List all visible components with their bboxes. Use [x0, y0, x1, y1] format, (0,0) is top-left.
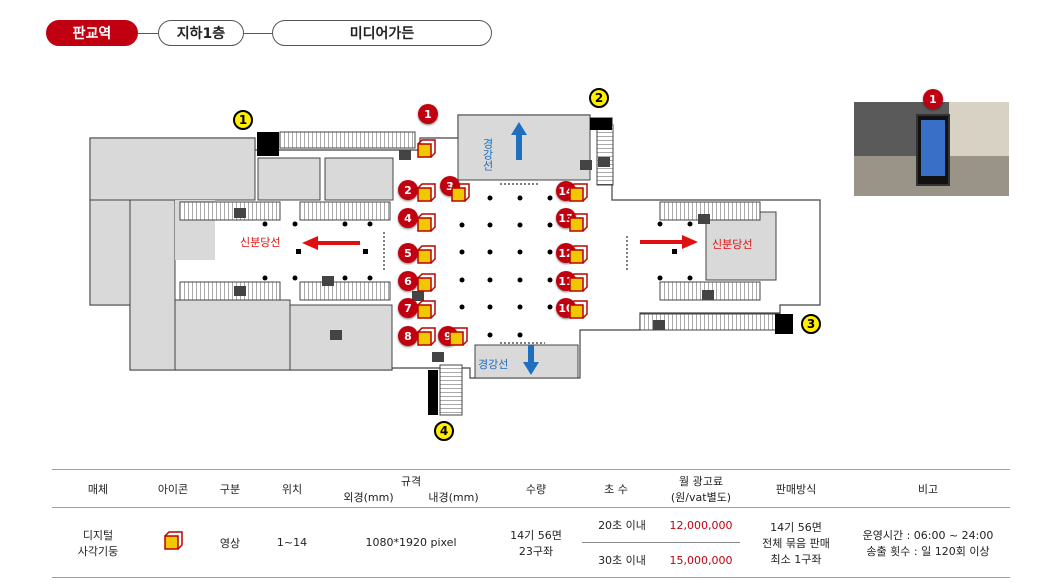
- photo-marker: 1: [923, 89, 943, 109]
- table-row: 디지털 사각기둥 영상 1~14 1080*1920 pixel 14기 56면…: [52, 508, 1010, 578]
- gray-area: [474, 344, 579, 379]
- td-category: 영상: [219, 536, 241, 550]
- ticket-gates: [383, 183, 628, 344]
- cube-icon: [164, 531, 183, 550]
- stairs: [179, 201, 281, 221]
- table-header-row: 매체 아이콘 구분 위치 규격 외경(mm) 내경(mm) 수량 초 수 월 광…: [52, 469, 1010, 508]
- th-spec-sub: 외경(mm) 내경(mm): [326, 489, 496, 505]
- media-cube-icons: [417, 139, 588, 346]
- arrow-north-icon: [511, 122, 527, 160]
- th-price: 월 광고료 (원/vat별도): [656, 470, 746, 508]
- stairs: [299, 201, 391, 221]
- media-marker-4[interactable]: 4: [398, 208, 418, 228]
- exit-marker-1[interactable]: 1: [233, 110, 253, 130]
- exit-marker-3[interactable]: 3: [801, 314, 821, 334]
- exit-marker-2[interactable]: 2: [589, 88, 609, 108]
- restroom-block: [324, 157, 394, 201]
- price-row-a: 20초 이내 12,000,000: [582, 508, 740, 543]
- td-seconds-a: 20초 이내: [598, 519, 646, 532]
- exit-block: [257, 132, 279, 156]
- th-price-line2: (원/vat별도): [670, 490, 732, 504]
- line-label-south: 경강선: [478, 358, 509, 371]
- th-spec: 규격 외경(mm) 내경(mm): [326, 470, 496, 508]
- th-location: 위치: [281, 482, 303, 496]
- td-sales-line3: 최소 1구좌: [770, 552, 822, 566]
- th-quantity: 수량: [525, 482, 547, 496]
- exit-block: [775, 314, 793, 334]
- td-icon: [144, 508, 202, 578]
- td-location: 1~14: [276, 536, 308, 549]
- exit-block: [590, 118, 612, 130]
- breadcrumb-floor[interactable]: 지하1층: [158, 20, 244, 46]
- breadcrumb-media[interactable]: 미디어가든: [272, 20, 492, 46]
- media-photo: [854, 102, 1009, 196]
- td-sales-line1: 14기 56면: [770, 520, 822, 534]
- gray-area: [129, 199, 176, 371]
- th-icon: 아이콘: [157, 482, 189, 496]
- arrow-east-icon: [640, 235, 698, 249]
- td-quantity-line1: 14기 56면: [510, 528, 562, 542]
- escalator-icons: [234, 150, 714, 362]
- th-seconds: 초 수: [604, 482, 628, 496]
- cube-icon: [417, 139, 588, 346]
- stairs: [299, 281, 391, 301]
- station-floor-map: [89, 114, 821, 416]
- td-spec: 1080*1920 pixel: [365, 536, 457, 549]
- stairs: [439, 364, 463, 416]
- arrow-south-icon: [523, 345, 539, 375]
- td-sales: 14기 56면 전체 묶음 판매 최소 1구좌: [746, 508, 846, 578]
- breadcrumb-connector: [138, 33, 158, 34]
- exit-marker-4[interactable]: 4: [434, 421, 454, 441]
- line-label-north: 경강선: [481, 138, 494, 171]
- arrow-west-icon: [302, 236, 360, 250]
- gray-area: [457, 114, 591, 181]
- td-price-b: 15,000,000: [669, 553, 733, 567]
- gray-area: [705, 211, 777, 281]
- td-quantity: 14기 56면 23구좌: [496, 508, 576, 578]
- td-note-line1: 운영시간 : 06:00 ~ 24:00: [862, 528, 994, 542]
- price-row-b: 30초 이내 15,000,000: [582, 543, 740, 577]
- th-media: 매체: [87, 482, 109, 496]
- th-note: 비고: [917, 482, 939, 496]
- media-marker-2[interactable]: 2: [398, 180, 418, 200]
- td-media-line2: 사각기둥: [77, 544, 119, 558]
- gray-area: [89, 137, 256, 201]
- line-label-west: 신분당선: [240, 236, 281, 249]
- media-marker-5[interactable]: 5: [398, 243, 418, 263]
- breadcrumb-connector: [244, 33, 272, 34]
- td-seconds-price: 20초 이내 12,000,000 30초 이내 15,000,000: [576, 508, 746, 578]
- exit-block: [428, 370, 438, 415]
- stairs: [279, 131, 416, 149]
- td-quantity-line2: 23구좌: [518, 544, 554, 558]
- media-pricing-table: 매체 아이콘 구분 위치 규격 외경(mm) 내경(mm) 수량 초 수 월 광…: [52, 469, 1010, 578]
- th-spec-inner: 내경(mm): [428, 490, 479, 504]
- stairs: [179, 281, 281, 301]
- line-label-east: 신분당선: [712, 238, 753, 251]
- td-note-line2: 송출 횟수 : 일 120회 이상: [866, 544, 990, 558]
- th-category: 구분: [219, 482, 241, 496]
- td-price-a: 12,000,000: [669, 518, 733, 532]
- th-spec-title: 규격: [400, 474, 422, 488]
- td-sales-line2: 전체 묶음 판매: [762, 536, 830, 550]
- th-spec-outer: 외경(mm): [343, 490, 394, 504]
- td-seconds-b: 30초 이내: [598, 554, 646, 567]
- media-marker-7[interactable]: 7: [398, 298, 418, 318]
- th-price-line1: 월 광고료: [679, 474, 723, 488]
- td-media: 디지털 사각기둥: [52, 508, 144, 578]
- digital-kiosk-image: [916, 114, 950, 186]
- breadcrumb-station[interactable]: 판교역: [46, 20, 138, 46]
- th-sales: 판매방식: [775, 482, 817, 496]
- td-media-line1: 디지털: [82, 528, 114, 542]
- media-marker-1[interactable]: 1: [418, 104, 438, 124]
- td-note: 운영시간 : 06:00 ~ 24:00 송출 횟수 : 일 120회 이상: [846, 508, 1010, 578]
- media-marker-8[interactable]: 8: [398, 326, 418, 346]
- media-marker-6[interactable]: 6: [398, 271, 418, 291]
- restroom-block: [257, 157, 321, 201]
